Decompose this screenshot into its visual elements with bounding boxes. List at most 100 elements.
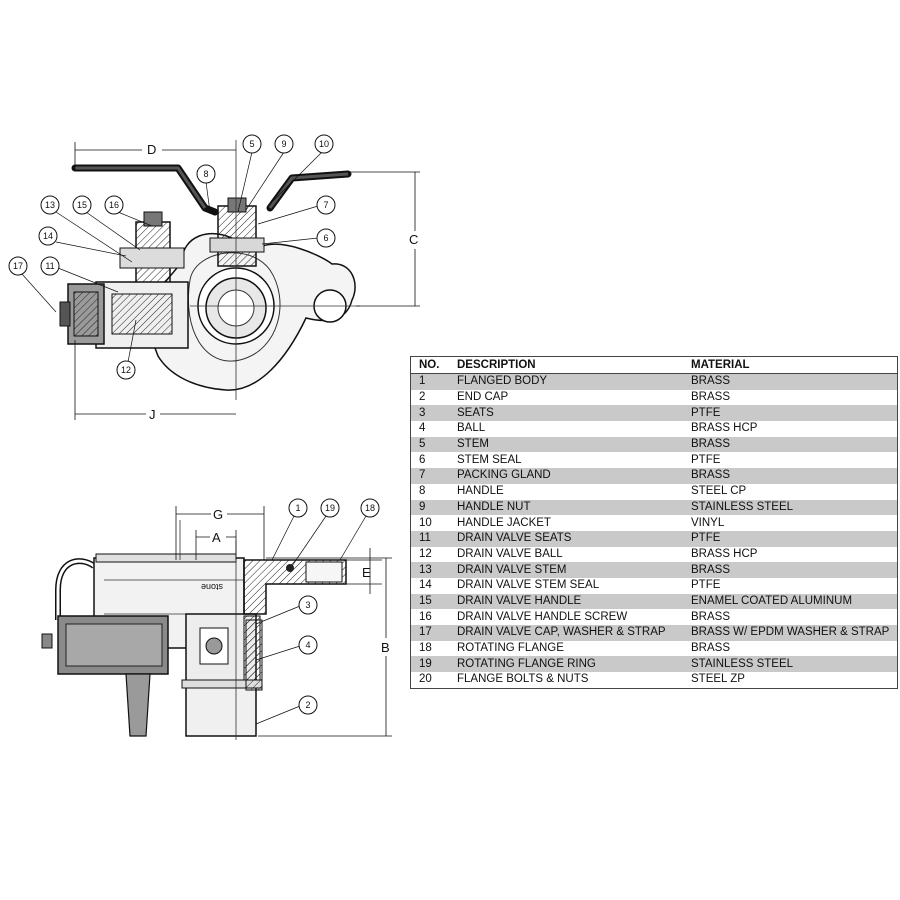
cell-no: 6 [410, 452, 449, 469]
callout-14: 14 [43, 231, 53, 241]
cell-description: DRAIN VALVE HANDLE SCREW [449, 609, 683, 625]
dim-j: J [149, 407, 156, 422]
callout-3: 3 [305, 600, 310, 610]
cell-material: BRASS [683, 609, 898, 625]
callout-9: 9 [281, 139, 286, 149]
cell-description: BALL [449, 421, 683, 437]
cell-material: BRASS [683, 640, 898, 657]
callout-4: 4 [305, 640, 310, 650]
cell-material: VINYL [683, 515, 898, 531]
cell-description: FLANGED BODY [449, 373, 683, 390]
cell-no: 1 [410, 373, 449, 390]
cell-material: PTFE [683, 405, 898, 422]
cell-no: 18 [410, 640, 449, 657]
cell-description: HANDLE JACKET [449, 515, 683, 531]
cell-description: FLANGE BOLTS & NUTS [449, 672, 683, 689]
callout-12: 12 [121, 365, 131, 375]
stem-assembly [217, 205, 257, 267]
cell-material: ENAMEL COATED ALUMINUM [683, 593, 898, 610]
top-callouts: 5 9 10 8 7 6 13 15 16 14 17 11 [8, 134, 336, 380]
cell-description: DRAIN VALVE HANDLE [449, 593, 683, 610]
callout-19: 19 [325, 503, 335, 513]
cell-no: 17 [410, 625, 449, 641]
cell-description: DRAIN VALVE SEATS [449, 530, 683, 547]
callout-18: 18 [365, 503, 375, 513]
callout-8: 8 [203, 169, 208, 179]
callout-10: 10 [319, 139, 329, 149]
cell-material: BRASS [683, 373, 898, 390]
dim-c: C [409, 232, 418, 247]
cell-material: BRASS [683, 468, 898, 484]
cell-no: 10 [410, 515, 449, 531]
cell-description: DRAIN VALVE CAP, WASHER & STRAP [449, 625, 683, 641]
cell-material: BRASS [683, 562, 898, 578]
cell-no: 8 [410, 483, 449, 500]
cell-description: END CAP [449, 389, 683, 406]
cell-description: ROTATING FLANGE [449, 640, 683, 657]
cell-description: DRAIN VALVE BALL [449, 546, 683, 563]
callout-11: 11 [45, 261, 54, 271]
dim-e: E [362, 565, 371, 580]
cell-no: 9 [410, 499, 449, 516]
dim-a: A [212, 530, 221, 545]
callout-6: 6 [323, 233, 328, 243]
cell-material: PTFE [683, 452, 898, 469]
dim-d: D [147, 142, 156, 157]
side-callouts: 1 19 18 3 4 2 [255, 498, 380, 725]
parts-table-header: NO. DESCRIPTION MATERIAL [410, 356, 898, 374]
cell-description: DRAIN VALVE STEM SEAL [449, 577, 683, 594]
callout-16: 16 [109, 200, 119, 210]
cell-no: 12 [410, 546, 449, 563]
cell-description: DRAIN VALVE STEM [449, 562, 683, 578]
end-cap [185, 683, 257, 737]
side-dimensions: G A E B [175, 506, 394, 737]
body-stamp: stone [201, 582, 223, 592]
callout-7: 7 [323, 200, 328, 210]
cell-no: 3 [410, 405, 449, 422]
cell-material: BRASS W/ EPDM WASHER & STRAP [683, 625, 898, 641]
cell-material: PTFE [683, 530, 898, 547]
cell-description: HANDLE NUT [449, 499, 683, 516]
header-description: DESCRIPTION [449, 356, 683, 374]
cell-material: STAINLESS STEEL [683, 656, 898, 673]
callout-5: 5 [249, 139, 254, 149]
cell-no: 2 [410, 389, 449, 406]
cell-no: 16 [410, 609, 449, 625]
cell-no: 4 [410, 421, 449, 437]
callout-13: 13 [45, 200, 55, 210]
callout-17: 17 [13, 261, 23, 271]
callout-2: 2 [305, 700, 310, 710]
cell-no: 13 [410, 562, 449, 578]
top-dimensions: D C J [74, 141, 423, 422]
top-view [59, 140, 360, 400]
cell-material: STAINLESS STEEL [683, 499, 898, 516]
header-material: MATERIAL [683, 356, 898, 374]
cell-description: PACKING GLAND [449, 468, 683, 484]
callout-1: 1 [295, 503, 300, 513]
cell-description: ROTATING FLANGE RING [449, 656, 683, 673]
cell-no: 7 [410, 468, 449, 484]
cell-no: 20 [410, 672, 449, 689]
header-no: NO. [410, 356, 449, 374]
cell-material: BRASS [683, 389, 898, 406]
cell-description: STEM SEAL [449, 452, 683, 469]
cell-no: 5 [410, 436, 449, 453]
cell-material: BRASS HCP [683, 546, 898, 563]
